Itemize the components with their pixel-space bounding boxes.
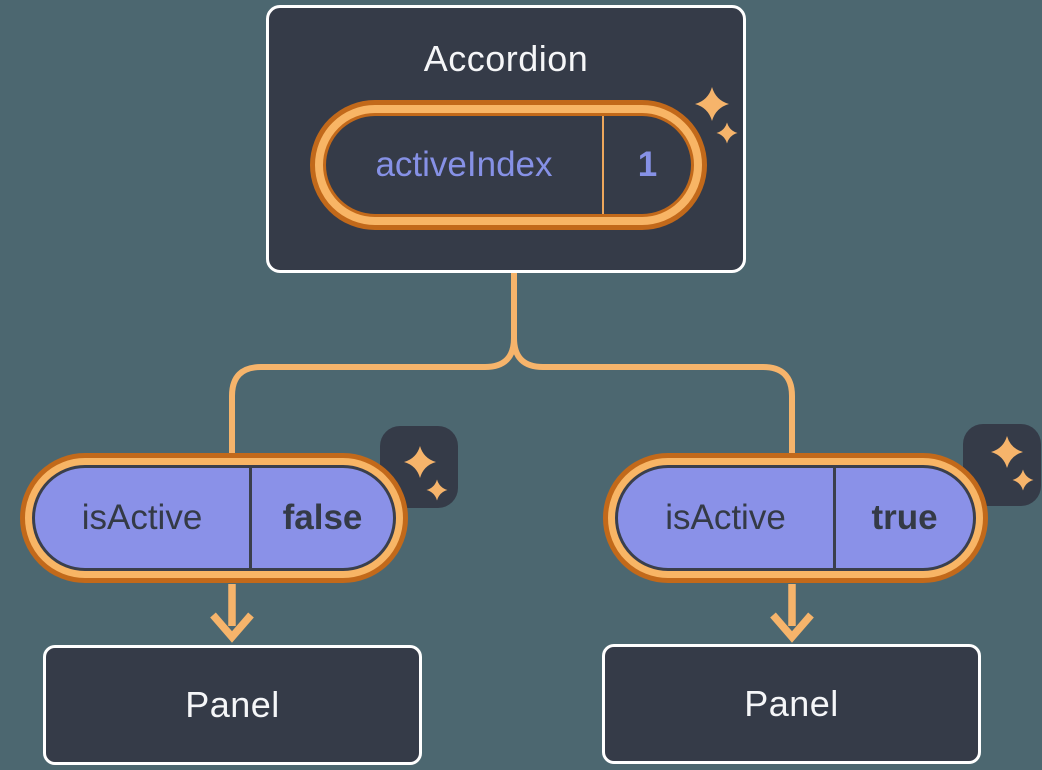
prop-pill-right: isActive true (603, 453, 988, 583)
connector-left-branch (229, 272, 517, 458)
state-name: activeIndex (375, 145, 553, 184)
prop-name: isActive (81, 498, 203, 537)
connector-right-branch (511, 272, 795, 458)
prop-name: isActive (665, 498, 786, 537)
arrow-right-head-icon (770, 612, 814, 643)
state-pill-inner: activeIndex 1 (323, 113, 694, 217)
state-value: 1 (602, 116, 691, 214)
prop-value: false (249, 468, 393, 568)
panel-title: Panel (744, 683, 839, 724)
state-pill: activeIndex 1 (310, 100, 707, 230)
prop-value: true (833, 468, 973, 568)
arrow-left-head-icon (210, 612, 254, 643)
component-title: Accordion (423, 38, 589, 79)
panel-box-right: Panel (602, 644, 981, 764)
prop-pill-right-inner: isActive true (615, 465, 976, 571)
panel-box-left: Panel (43, 645, 422, 765)
prop-pill-left-inner: isActive false (32, 465, 396, 571)
prop-pill-left: isActive false (20, 453, 408, 583)
panel-title: Panel (185, 684, 280, 725)
